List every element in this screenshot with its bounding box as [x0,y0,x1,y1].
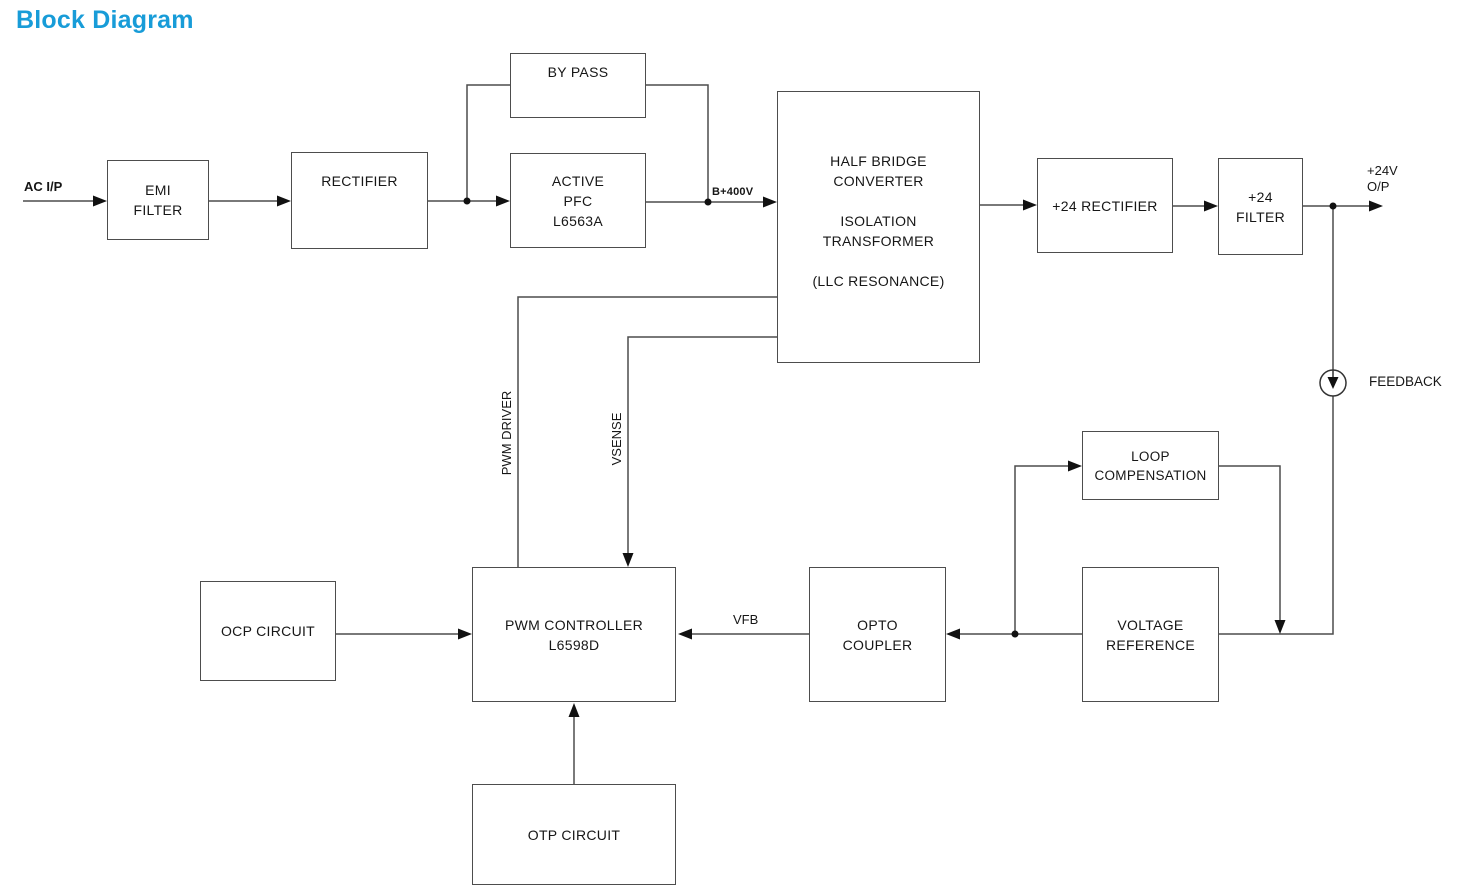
label-dc-output: +24V O/P [1367,163,1398,194]
block-rectifier: RECTIFIER [291,152,428,249]
block-otp-circuit: OTP CIRCUIT [472,784,676,885]
block-voltage-reference: VOLTAGE REFERENCE [1082,567,1219,702]
block-pwm-controller: PWM CONTROLLER L6598D [472,567,676,702]
label-vfb: VFB [733,612,759,627]
block-24-rectifier: +24 RECTIFIER [1037,158,1173,253]
junction-dots [463,197,1337,638]
block-bypass: BY PASS [510,53,646,118]
label-bus-voltage: B+400V [712,186,754,198]
block-half-bridge-converter: HALF BRIDGE CONVERTER ISOLATION TRANSFOR… [777,91,980,363]
block-opto-coupler: OPTO COUPLER [809,567,946,702]
page-title: Block Diagram [16,6,194,34]
block-loop-compensation: LOOP COMPENSATION [1082,431,1219,500]
feedback-current-source-icon [1319,369,1347,397]
label-vsense: VSENSE [609,412,624,466]
block-24-filter: +24 FILTER [1218,158,1303,255]
block-ocp-circuit: OCP CIRCUIT [200,581,336,681]
label-ac-input: AC I/P [24,179,63,194]
wire-lines [23,84,1371,784]
block-emi-filter: EMI FILTER [107,160,209,240]
label-feedback: FEEDBACK [1369,374,1442,389]
label-pwm-driver: PWM DRIVER [499,390,514,476]
arrowheads [93,195,1383,717]
block-active-pfc: ACTIVE PFC L6563A [510,153,646,248]
